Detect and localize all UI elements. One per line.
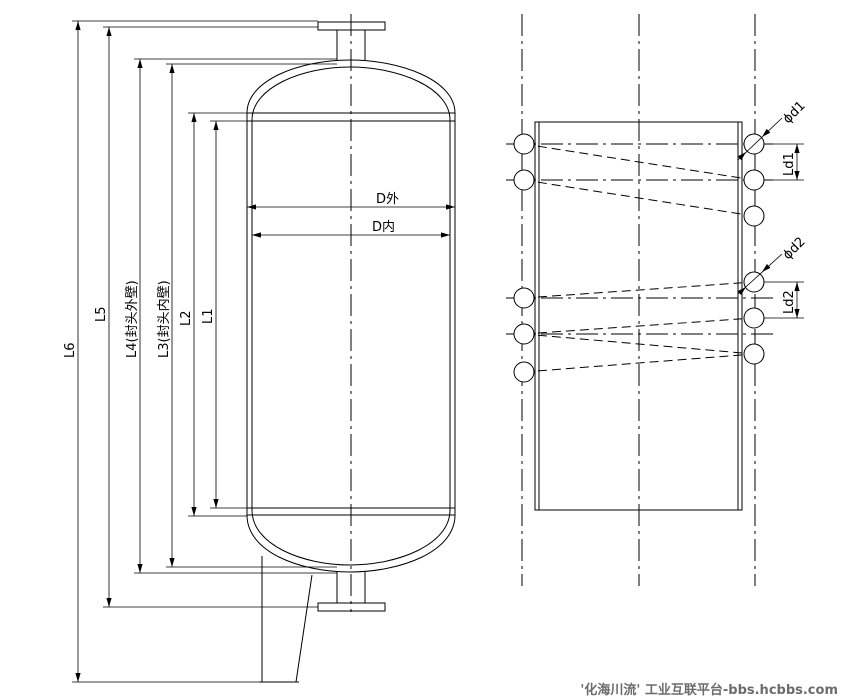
- hole: [513, 361, 535, 383]
- right-hole-column: [743, 133, 765, 365]
- label-l2: L2: [179, 310, 194, 326]
- hole: [513, 323, 535, 345]
- shell-outline: [534, 121, 743, 511]
- vessel-elevation-view: D外 D内 L6: [63, 14, 456, 683]
- helical-paths: [523, 143, 755, 373]
- label-ld1: Ld1: [782, 152, 797, 176]
- watermark: '化海川流' 工业互联平台-bbs.hcbbs.com: [580, 682, 838, 698]
- dimension-l5: L5: [94, 27, 112, 607]
- hole: [743, 307, 765, 329]
- dimension-l3: L3(封头内壁): [156, 64, 175, 567]
- dimension-d-inner: D内: [252, 219, 450, 238]
- hole: [513, 169, 535, 191]
- dimension-ld2: Ld2: [764, 281, 804, 319]
- support-leg: [261, 556, 313, 683]
- dimension-l6: L6: [63, 21, 81, 682]
- label-d-inner: D内: [372, 219, 395, 235]
- extension-lines: [72, 20, 337, 683]
- label-ld2: Ld2: [782, 290, 797, 314]
- vessel-inner-wall: [251, 66, 451, 566]
- label-phi-d2: ϕd2: [780, 234, 808, 262]
- label-phi-d1: ϕd1: [780, 98, 808, 126]
- label-l3: L3(封头内壁): [156, 280, 172, 358]
- hole: [513, 133, 535, 155]
- dimension-l1: L1: [201, 121, 219, 508]
- top-flange: [317, 21, 386, 31]
- hole: [743, 205, 765, 227]
- hole: [743, 343, 765, 365]
- dimension-l2: L2: [179, 113, 197, 516]
- label-l5: L5: [94, 306, 109, 322]
- hole: [513, 287, 535, 309]
- label-l1: L1: [201, 308, 216, 324]
- hole-centerlines: [506, 143, 778, 335]
- label-l4: L4(封头外壁): [125, 280, 140, 358]
- dimension-l4: L4(封头外壁): [125, 59, 143, 573]
- dimension-d-outer: D外: [247, 192, 455, 210]
- hole: [743, 169, 765, 191]
- label-d-outer: D外: [376, 192, 399, 207]
- hole: [743, 271, 765, 293]
- top-nozzle: [317, 21, 386, 60]
- left-hole-column: [513, 133, 535, 383]
- label-l6: L6: [63, 342, 78, 358]
- dimension-ld1: Ld1: [764, 143, 804, 181]
- developed-shell-view: ϕd1 Ld1 ϕd2 Ld2: [506, 14, 809, 586]
